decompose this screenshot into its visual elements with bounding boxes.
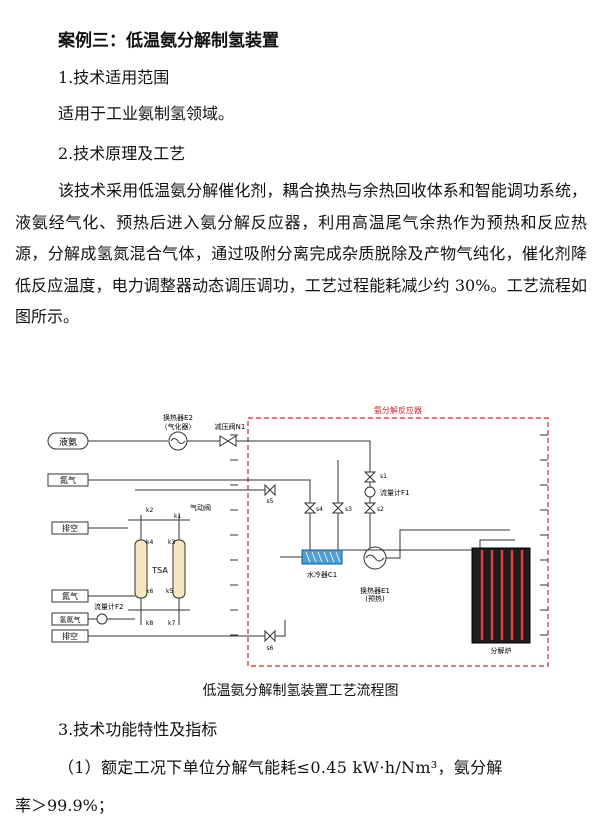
water-cooler-label: 水冷器C1 (307, 570, 337, 579)
vaporizer-label: （气化器） (161, 422, 196, 431)
flowmeter-f1-label: 流量计F1 (380, 488, 409, 497)
valve-s3 (331, 502, 345, 514)
valve-s4-label: s4 (316, 506, 323, 513)
valve-s6-label: s6 (267, 645, 274, 652)
principle-paragraph: 该技术采用低温氨分解催化剂，耦合换热与余热回收体系和智能调功系统，液氨经气化、预… (15, 181, 587, 326)
valve-k7-label: k7 (168, 620, 175, 627)
valve-k4-label: k4 (146, 539, 153, 546)
valve-s2-label: s2 (377, 506, 384, 513)
valve-s1 (363, 471, 377, 483)
valve-s5 (264, 483, 276, 497)
valve-s3-label: s3 (345, 506, 352, 513)
valve-k1-label: k1 (174, 513, 181, 520)
nitrogen-2-label: 氮气 (62, 591, 78, 601)
case-title: 案例三：低温氨分解制氢装置 (58, 31, 279, 51)
flowmeter-f2-label: 流量计F2 (94, 602, 123, 611)
valve-k8-label: k8 (146, 620, 153, 627)
valve-k3-label: k3 (168, 539, 175, 546)
figure-caption: 低温氨分解制氢装置工艺流程图 (202, 683, 399, 699)
nitrogen-label: 氮气 (60, 475, 76, 485)
spec-line-2: 率＞99.9%； (15, 796, 114, 815)
section-text-1: 适用于工业氨制氢领域。 (58, 104, 235, 123)
valve-s1-label: s1 (380, 473, 387, 480)
valve-s5-label: s5 (267, 498, 274, 505)
spec-line-1: （1）额定工况下单位分解气能耗≤0.45 kW·h/Nm³，氨分解 (58, 758, 503, 777)
pressure-valve-n1 (219, 435, 237, 447)
flowmeter-f1 (364, 486, 376, 498)
tsa-column-right (172, 539, 186, 599)
section-heading-3: 3.技术功能特性及指标 (58, 720, 218, 739)
valve-k6-label: k6 (146, 588, 153, 595)
decomposer-label: 分解炉 (491, 646, 512, 655)
valve-k2-label: k2 (146, 507, 153, 514)
valve-k5-label: k5 (166, 588, 173, 595)
process-flow-diagram: 氨分解反应器 液氨 换热器E2 （气化器） 减压阀N1 氮气 s1 流量计F1 … (47, 405, 549, 667)
heat-exchanger-e2-label: 换热器E2 (163, 413, 193, 422)
hydrogen-nitrogen-label: 氢氮气 (60, 615, 81, 624)
preheat-label: (预热) (365, 594, 385, 603)
tsa-label: TSA (151, 566, 168, 575)
reactor-box (247, 417, 549, 667)
valve-s2 (363, 502, 377, 514)
vent-2-label: 排空 (62, 631, 78, 641)
heat-exchanger-e1-label: 换热器E1 (360, 586, 390, 595)
reactor-box-label: 氨分解反应器 (374, 405, 422, 415)
flowmeter-f2 (96, 613, 108, 625)
pressure-valve-label: 减压阀N1 (215, 422, 246, 431)
vent-1 (51, 521, 89, 535)
vent-1-label: 排空 (62, 523, 78, 533)
section-heading-2: 2.技术原理及工艺 (58, 144, 186, 163)
liquid-ammonia-label: 液氨 (59, 436, 77, 448)
section-heading-1: 1.技术适用范围 (58, 68, 170, 87)
valve-s6 (264, 629, 276, 643)
pneumatic-valve-label: 气动阀 (190, 503, 211, 512)
valve-s4 (303, 502, 317, 514)
